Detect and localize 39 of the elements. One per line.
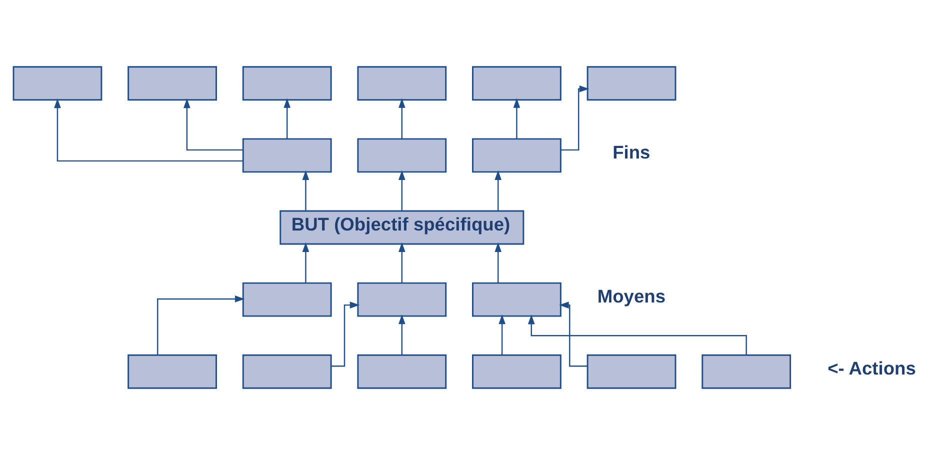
node-box	[128, 66, 217, 101]
node-box	[242, 282, 332, 317]
node-box	[357, 138, 447, 173]
node-box: BUT (Objectif spécifique)	[280, 210, 524, 245]
arrow	[398, 98, 406, 139]
arrow	[302, 170, 310, 211]
arrow	[157, 296, 245, 356]
node-box	[242, 66, 332, 101]
node-box	[357, 66, 447, 101]
arrow	[560, 85, 590, 151]
node-box	[472, 354, 562, 389]
label: <- Actions	[828, 358, 916, 379]
arrow	[559, 302, 588, 367]
arrow	[302, 242, 310, 283]
arrow	[398, 170, 406, 211]
arrow	[398, 314, 406, 355]
arrow	[498, 314, 506, 355]
node-box	[242, 354, 332, 389]
arrow	[513, 98, 520, 139]
arrow	[54, 98, 243, 162]
node-box	[242, 138, 332, 173]
arrow	[528, 314, 747, 355]
arrow	[284, 98, 291, 139]
arrow	[494, 242, 502, 283]
arrow	[184, 98, 243, 151]
node-box	[357, 354, 447, 389]
node-box	[586, 354, 676, 389]
node-box	[472, 138, 562, 173]
node-box	[472, 66, 562, 101]
node-box	[128, 354, 217, 389]
label: Moyens	[597, 286, 666, 307]
node-box	[12, 66, 102, 101]
node-box	[586, 66, 676, 101]
node-box	[702, 354, 792, 389]
arrow	[494, 170, 502, 211]
arrow	[398, 242, 406, 283]
label: Fins	[612, 141, 650, 162]
node-box	[357, 282, 447, 317]
node-box	[472, 282, 562, 317]
